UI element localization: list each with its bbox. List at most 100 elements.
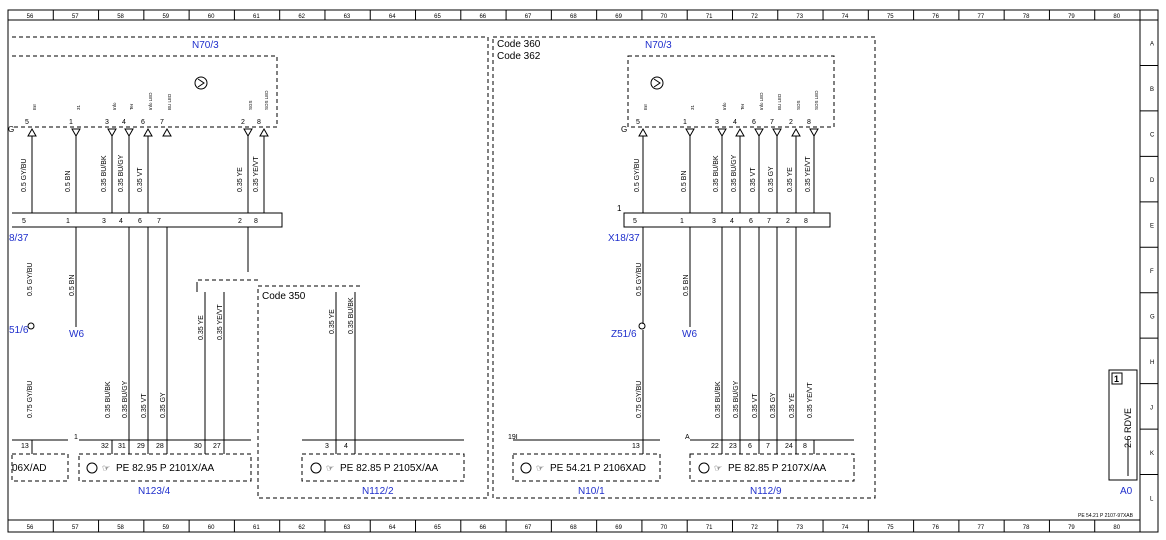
pin-number: 3 [715, 119, 719, 126]
pin-function: Info [112, 102, 117, 110]
wire-label-upper: 0.5 BN [65, 171, 72, 192]
row-label: H [1150, 360, 1154, 366]
wire-label-upper: 0.35 VT [137, 167, 144, 192]
column-label: 74 [842, 14, 849, 20]
wire-label-middle: 0.5 GY/BU [636, 263, 643, 296]
column-label: 70 [661, 525, 668, 531]
unit-pin-number: 6 [748, 443, 752, 450]
column-label: 76 [932, 525, 939, 531]
pin-group-label: G [8, 125, 14, 134]
column-label: 66 [479, 14, 486, 20]
column-label: 71 [706, 14, 713, 20]
row-label: B [1150, 87, 1154, 93]
module-left-symbol [194, 76, 208, 90]
pin-arrow-up-icon [259, 127, 269, 137]
module-right-symbol [650, 76, 664, 90]
module-right-name: N70/3 [645, 40, 672, 51]
pin-number: 3 [105, 119, 109, 126]
pin-arrow-down-icon [717, 128, 727, 138]
column-label: 68 [570, 14, 577, 20]
row-label: L [1150, 496, 1154, 502]
wire-label-upper: 0.35 BU/BK [713, 155, 720, 192]
unit-pin-number: 8 [803, 443, 807, 450]
column-label: 68 [570, 525, 577, 531]
pin-arrow-down-icon [754, 128, 764, 138]
pin-function: SOS LED [814, 90, 819, 110]
wires [31, 136, 815, 440]
unit-pin-number: 13 [21, 443, 29, 450]
column-label: 67 [525, 14, 532, 20]
reference-hand-icon: ☞ [326, 463, 334, 473]
wire-label-lower: 0.35 YE [789, 393, 796, 418]
column-label: 80 [1113, 525, 1120, 531]
pin-function: SGS [248, 100, 253, 110]
ground-left-w: W6 [69, 329, 84, 340]
connector-pin-number: 6 [138, 218, 142, 225]
column-label: 67 [525, 525, 532, 531]
connector-right-lead: 1 [617, 204, 622, 213]
transistor-icon [310, 462, 322, 474]
pin-number: 6 [141, 119, 145, 126]
unit-body [512, 453, 661, 482]
column-label: 58 [117, 525, 124, 531]
connector-pin-number: 5 [22, 218, 26, 225]
unit-pin-number: 27 [213, 443, 221, 450]
row-label: G [1150, 314, 1155, 320]
wire-label-upper: 0.35 YE [237, 167, 244, 192]
unit-reference: PE 82.85 P 2107X/AA [728, 463, 827, 474]
column-label: 69 [615, 525, 622, 531]
row-label: E [1150, 224, 1154, 230]
column-label: 79 [1068, 14, 1075, 20]
unit-lead: 1 [74, 434, 78, 441]
wire-label-upper: 0.35 YE/VT [253, 156, 260, 192]
connector-left [12, 212, 283, 228]
pin-arrow-up-icon [791, 127, 801, 137]
connector-pin-number: 7 [767, 218, 771, 225]
code-regions [12, 36, 876, 499]
column-label: 56 [27, 525, 34, 531]
wire-label-lower: 0.75 GY/BU [636, 381, 643, 418]
connector-pin-number: 8 [804, 218, 808, 225]
row-label: D [1150, 178, 1155, 184]
column-label: 75 [887, 525, 894, 531]
unit-reference: PE 82.85 P 2105X/AA [340, 463, 439, 474]
connector-pin-number: 2 [238, 218, 242, 225]
connector-pin-number: 1 [680, 218, 684, 225]
column-label: 76 [932, 14, 939, 20]
column-label: 71 [706, 525, 713, 531]
column-label: 75 [887, 14, 894, 20]
unit-pin-number: 28 [156, 443, 164, 450]
sheet-number: 1 [1114, 374, 1119, 384]
connector-pin-number: 6 [749, 218, 753, 225]
row-label: J [1150, 405, 1153, 411]
column-label: 77 [978, 14, 985, 20]
unit-reference: 06X/AD [12, 463, 46, 474]
wire-label-lower: 0.75 GY/BU [27, 381, 34, 418]
wire-label-upper: 0.5 BN [681, 171, 688, 192]
unit-pin-number: 24 [785, 443, 793, 450]
pin-function: Ter [740, 103, 745, 110]
pin-function: BU LED [777, 93, 782, 110]
pin-number: 4 [122, 119, 126, 126]
unit-body [78, 453, 252, 482]
connector-right [623, 212, 831, 228]
connector-pin-number: 1 [66, 218, 70, 225]
wire-label-upper: 0.35 BU/GY [731, 154, 738, 192]
splice-right: Z51/6 [611, 329, 637, 340]
column-label: 74 [842, 525, 849, 531]
wire-labels: 0.5 GY/BU 0.5 BN 0.35 BU/BK 0.35 BU/GY 0.35 … [21, 154, 814, 418]
pin-arrow-down-icon [809, 128, 819, 138]
column-label: 62 [298, 525, 305, 531]
pin-number: 6 [752, 119, 756, 126]
code-362-label: Code 362 [497, 51, 541, 62]
connector-pin-number: 3 [712, 218, 716, 225]
wire-label-lower: 0.35 GY [770, 392, 777, 418]
pin-arrow-down-icon [124, 128, 134, 138]
column-label: 73 [796, 525, 803, 531]
column-label: 63 [344, 525, 351, 531]
